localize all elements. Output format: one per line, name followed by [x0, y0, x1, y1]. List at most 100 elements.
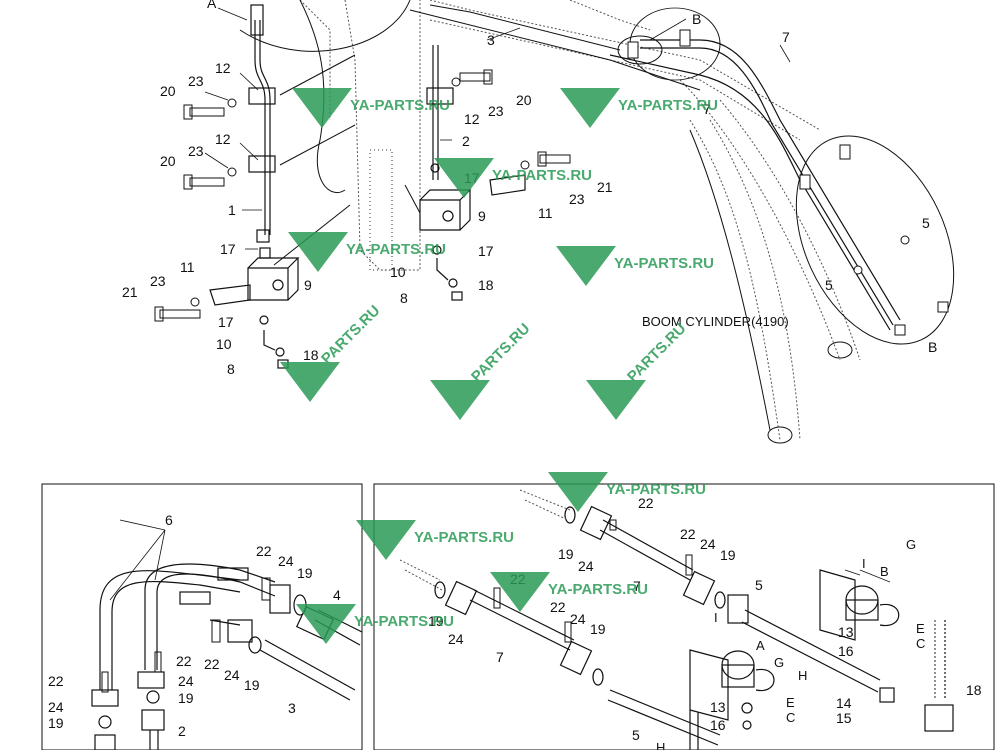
part-label: 7	[496, 649, 504, 665]
part-label: 23	[569, 191, 585, 207]
part-label: 19	[558, 546, 574, 562]
watermark: YA-PARTS.RU	[560, 88, 718, 128]
watermark-text: YA-PARTS.RU	[350, 97, 450, 114]
bolts-lower	[101, 519, 693, 693]
part-label: 10	[390, 264, 406, 280]
watermark: YA-PARTS.RU	[280, 302, 384, 402]
detail-letter: H	[798, 668, 807, 683]
watermark-text: YA-PARTS.RU	[414, 529, 514, 546]
part-label: 2	[462, 133, 470, 149]
part-label: 3	[487, 32, 495, 48]
watermark: YA-PARTS.RU	[548, 472, 706, 512]
detail-letter: B	[880, 564, 889, 579]
watermark-text: YA-PARTS.RU	[618, 97, 718, 114]
watermark-logo-icon	[288, 232, 348, 272]
detail-letter: H	[656, 740, 665, 750]
part-label: 24	[48, 699, 64, 715]
pipe-7	[609, 39, 901, 331]
part-label: 22	[256, 543, 272, 559]
part-label: 24	[224, 667, 240, 683]
detail-letters: A B B H I G E C B A G E C I H	[207, 0, 937, 750]
part-label: 23	[150, 273, 166, 289]
watermark-logo-icon	[548, 472, 608, 512]
valve-block-left	[209, 247, 300, 369]
part-label: 15	[836, 710, 852, 726]
part-label: 22	[176, 653, 192, 669]
part-label: 7	[633, 578, 641, 594]
part-label: 13	[710, 699, 726, 715]
watermark: YA-PARTS.RU	[586, 320, 690, 420]
watermark-logo-icon	[430, 380, 490, 420]
part-label: 24	[448, 631, 464, 647]
part-label: 11	[538, 205, 553, 221]
part-label: 9	[478, 208, 486, 224]
watermark-text: YA-PARTS.RU	[301, 302, 384, 385]
detail-letter: I	[714, 610, 718, 625]
hatched-panel	[369, 149, 393, 271]
clamps-right	[627, 29, 949, 336]
watermark-logo-icon	[556, 246, 616, 286]
watermark: YA-PARTS.RU	[296, 604, 454, 644]
detail-letter: G	[906, 537, 916, 552]
watermark: YA-PARTS.RU	[556, 246, 714, 286]
watermark-logo-icon	[280, 362, 340, 402]
watermark: YA-PARTS.RU	[292, 88, 450, 128]
pipe-1	[248, 4, 276, 243]
boom-structure	[299, 0, 861, 441]
watermark: YA-PARTS.RU	[288, 232, 446, 272]
hoses-6	[99, 563, 276, 690]
bolts-middle	[451, 69, 571, 170]
part-label: 21	[122, 284, 138, 300]
part-label: 18	[966, 682, 982, 698]
part-label: 24	[278, 553, 294, 569]
part-label: 12	[215, 131, 231, 147]
detail-letter: A	[207, 0, 217, 11]
part-label: 22	[204, 656, 220, 672]
part-label: 19	[244, 677, 260, 693]
watermark-text: YA-PARTS.RU	[548, 581, 648, 598]
watermark-logo-icon	[586, 380, 646, 420]
detail-letter: B	[692, 11, 701, 27]
part-label: 5	[755, 577, 763, 593]
detail-letter: C	[786, 710, 795, 725]
valve-g-lower	[689, 649, 775, 750]
watermark-text: YA-PARTS.RU	[607, 320, 690, 403]
detail-letter: I	[862, 556, 866, 571]
watermark: YA-PARTS.RU	[490, 572, 648, 612]
part-label: 1	[228, 202, 236, 218]
dotted-hoses-lower	[399, 489, 936, 700]
part-label: 16	[838, 643, 854, 659]
part-label: 12	[215, 60, 231, 76]
leader-lines	[109, 7, 891, 601]
part-label: 19	[428, 613, 444, 629]
part-label: 12	[464, 111, 480, 127]
part-label: 17	[218, 314, 234, 330]
part-label: 5	[922, 215, 930, 231]
part-label: 18	[303, 347, 319, 363]
watermark-text: YA-PARTS.RU	[354, 613, 454, 630]
part-label: 20	[160, 153, 176, 169]
boom-cylinder-caption: BOOM CYLINDER(4190)	[642, 314, 789, 329]
detail-b-circle-right	[795, 135, 955, 345]
pipes-lower-right	[434, 505, 881, 746]
part-label: 19	[590, 621, 606, 637]
watermark-logo-icon	[434, 158, 494, 198]
detail-letter: A	[756, 638, 765, 653]
part-label: 16	[710, 717, 726, 733]
part-label: 6	[165, 512, 173, 528]
part-label: 19	[48, 715, 64, 731]
watermark: YA-PARTS.RU	[430, 320, 534, 420]
part-label: 22	[550, 599, 566, 615]
part-label: 8	[400, 290, 408, 306]
part-label: 24	[700, 536, 716, 552]
part-label: 20	[160, 83, 176, 99]
part-label: 22	[638, 495, 654, 511]
part-label: 3	[288, 700, 296, 716]
part-label: 17	[478, 243, 494, 259]
detail-letter: G	[774, 655, 784, 670]
part-label: 19	[178, 690, 194, 706]
part-label: 14	[836, 695, 852, 711]
detail-letter: E	[786, 695, 795, 710]
part-label: 8	[227, 361, 235, 377]
